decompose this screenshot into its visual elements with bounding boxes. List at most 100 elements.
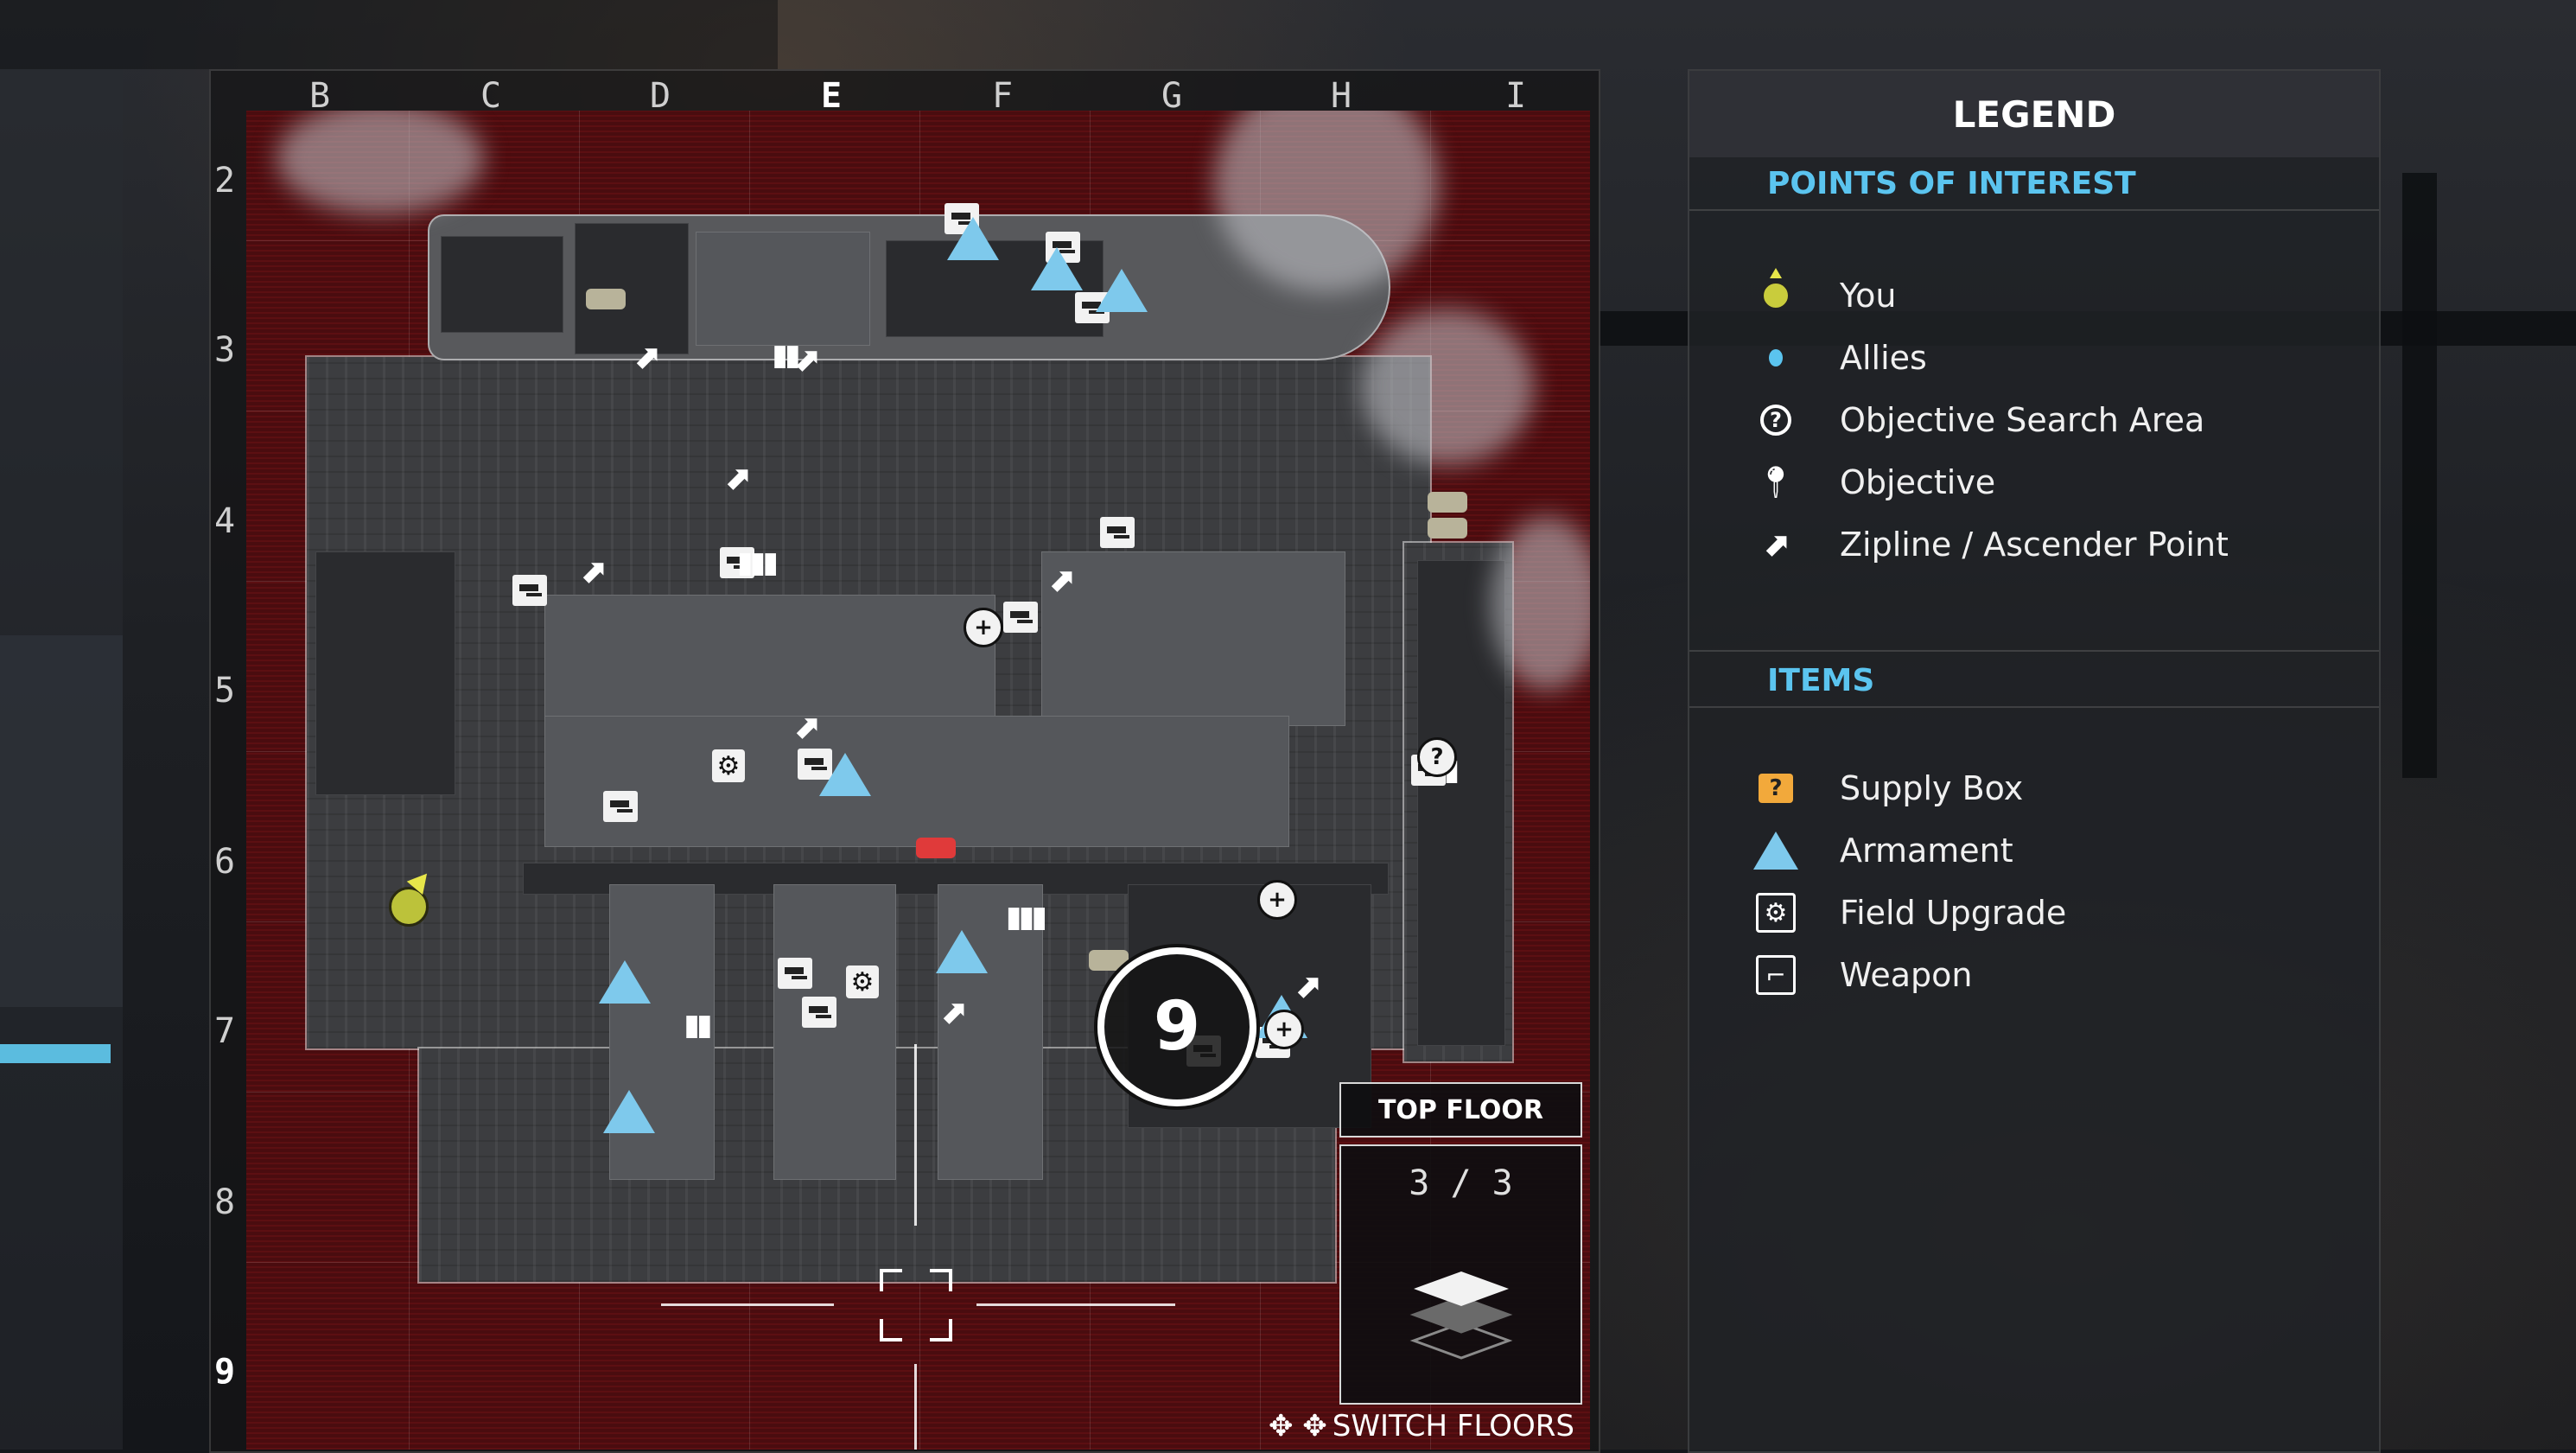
vehicle-icon	[1428, 508, 1467, 548]
crosshair-line-right	[976, 1303, 1175, 1306]
legend-label: Armament	[1840, 832, 2013, 870]
left-progress-bar	[0, 1044, 111, 1063]
weapon-icon[interactable]	[601, 787, 640, 826]
floor-count: 3 / 3	[1409, 1163, 1513, 1203]
zipline-icon[interactable]: ⬈	[1047, 561, 1075, 599]
legend-row-weapon: ⌐ Weapon	[1750, 949, 1972, 1001]
column-label-f: F	[992, 76, 1014, 116]
container-yard	[544, 595, 995, 726]
row-label-6: 6	[214, 842, 236, 882]
weapon-icon[interactable]	[717, 543, 757, 583]
legend-row-objective: 📍︎ Objective	[1750, 456, 1995, 508]
map-canvas[interactable]: ⬈ ⬈ ⬈ ⬈ ⬈ ⬈ ⬈ ⬈ ⚙ ⚙ ▮▮▮ ▮▮ ▮▮▮ ▮▮ ▮ + + …	[246, 111, 1590, 1450]
weapon-icon[interactable]	[1001, 597, 1040, 637]
fog-cloud	[1214, 111, 1439, 292]
row-label-4: 4	[214, 501, 236, 541]
zipline-icon[interactable]: ⬈	[792, 341, 820, 379]
ship-deck-block	[441, 236, 563, 333]
points-of-interest-title: POINTS OF INTEREST	[1767, 166, 2136, 201]
crosshair-bracket	[880, 1269, 902, 1291]
legend-row-allies: Allies	[1750, 332, 1927, 384]
vehicle-icon	[1089, 940, 1129, 980]
warehouse	[315, 551, 455, 795]
armament-icon[interactable]	[599, 960, 651, 1004]
objective-search-area-icon[interactable]: +	[964, 608, 1003, 647]
objective-icon: 📍︎	[1756, 465, 1796, 500]
floor-selector[interactable]: 3 / 3	[1339, 1144, 1582, 1405]
column-label-e: E	[821, 76, 843, 116]
objective-search-area-icon[interactable]: ?	[1417, 737, 1457, 777]
row-label-9: 9	[214, 1352, 236, 1392]
section-divider	[1689, 706, 2379, 708]
field-upgrade-icon: ⚙	[1750, 887, 1802, 939]
legend-label: Supply Box	[1840, 769, 2024, 807]
row-label-2: 2	[214, 161, 236, 201]
crosshair-bracket	[880, 1319, 902, 1341]
field-upgrade-icon[interactable]: ⚙	[843, 962, 882, 1002]
weapon-icon[interactable]	[510, 570, 550, 610]
field-upgrade-icon[interactable]: ⚙	[709, 746, 748, 786]
zipline-icon[interactable]: ⬈	[633, 338, 660, 376]
legend-row-zipline: ⬈ Zipline / Ascender Point	[1750, 519, 2229, 570]
objective-search-area-icon: ?	[1750, 394, 1802, 446]
container-yard	[544, 716, 1289, 847]
zipline-icon[interactable]: ⬈	[723, 459, 751, 497]
legend-row-field-upgrade: ⚙ Field Upgrade	[1750, 887, 2066, 939]
armament-icon[interactable]	[947, 217, 999, 260]
ammo-icon[interactable]: ▮▮▮	[1005, 900, 1047, 934]
row-label-7: 7	[214, 1011, 236, 1051]
legend-row-objective-search-area: ? Objective Search Area	[1750, 394, 2204, 446]
ship-deck-block	[696, 232, 870, 346]
legend-label: Zipline / Ascender Point	[1840, 526, 2229, 564]
red-vehicle-icon	[916, 828, 956, 868]
fog-cloud	[1361, 309, 1534, 465]
weapon-icon[interactable]	[799, 992, 839, 1032]
row-label-5: 5	[214, 671, 236, 711]
armament-icon[interactable]	[1031, 247, 1083, 290]
column-label-h: H	[1331, 76, 1352, 116]
zipline-icon[interactable]: ⬈	[1294, 967, 1321, 1005]
legend-label: Field Upgrade	[1840, 894, 2067, 932]
legend-label: Objective	[1840, 463, 1996, 501]
crosshair-line-bottom	[914, 1364, 917, 1450]
crosshair-line-left	[661, 1303, 834, 1306]
row-label-3: 3	[214, 330, 236, 370]
dpad-icon: ✥ ✥	[1269, 1409, 1327, 1443]
you-icon	[1750, 268, 1802, 322]
zipline-icon[interactable]: ⬈	[939, 993, 967, 1031]
container-yard	[1041, 551, 1345, 726]
weapon-icon[interactable]	[1097, 513, 1137, 552]
switch-floors-hint[interactable]: ✥ ✥SWITCH FLOORS	[1269, 1409, 1574, 1443]
legend-label: Objective Search Area	[1840, 401, 2205, 439]
vehicle-icon	[1428, 482, 1467, 522]
column-label-b: B	[309, 76, 331, 116]
legend-title: LEGEND	[1689, 71, 2379, 157]
armament-icon[interactable]	[819, 753, 871, 796]
legend-label: You	[1840, 277, 1897, 315]
armament-icon[interactable]	[936, 930, 988, 973]
armament-icon[interactable]	[1096, 269, 1148, 312]
ammo-icon[interactable]: ▮▮	[772, 338, 800, 373]
crosshair-bracket	[930, 1319, 952, 1341]
column-label-g: G	[1161, 76, 1183, 116]
armament-icon[interactable]	[603, 1090, 655, 1133]
allies-icon	[1750, 332, 1802, 384]
column-label-i: I	[1505, 76, 1527, 116]
floor-label[interactable]: TOP FLOOR	[1339, 1082, 1582, 1138]
zipline-icon[interactable]: ⬈	[792, 708, 820, 746]
supply-box-icon: ?	[1750, 762, 1802, 814]
ammo-icon[interactable]: ▮▮▮	[736, 545, 779, 580]
legend-row-supply-box: ? Supply Box	[1750, 762, 2023, 814]
objective-search-area-icon[interactable]: +	[1264, 1010, 1304, 1049]
legend-row-you: You	[1750, 268, 1897, 322]
zipline-icon[interactable]: ⬈	[579, 552, 607, 590]
vehicle-icon	[586, 279, 626, 319]
ammo-icon[interactable]: ▮▮	[684, 1008, 712, 1042]
objective-search-area-icon[interactable]: +	[1257, 880, 1297, 920]
left-side-panel-inner	[0, 635, 123, 1007]
legend-row-armament: Armament	[1750, 825, 2013, 876]
weapon-icon[interactable]	[775, 953, 815, 993]
weapon-icon: ⌐	[1750, 949, 1802, 1001]
crosshair-bracket	[930, 1269, 952, 1291]
objective-marker[interactable]: 9	[1097, 947, 1256, 1106]
